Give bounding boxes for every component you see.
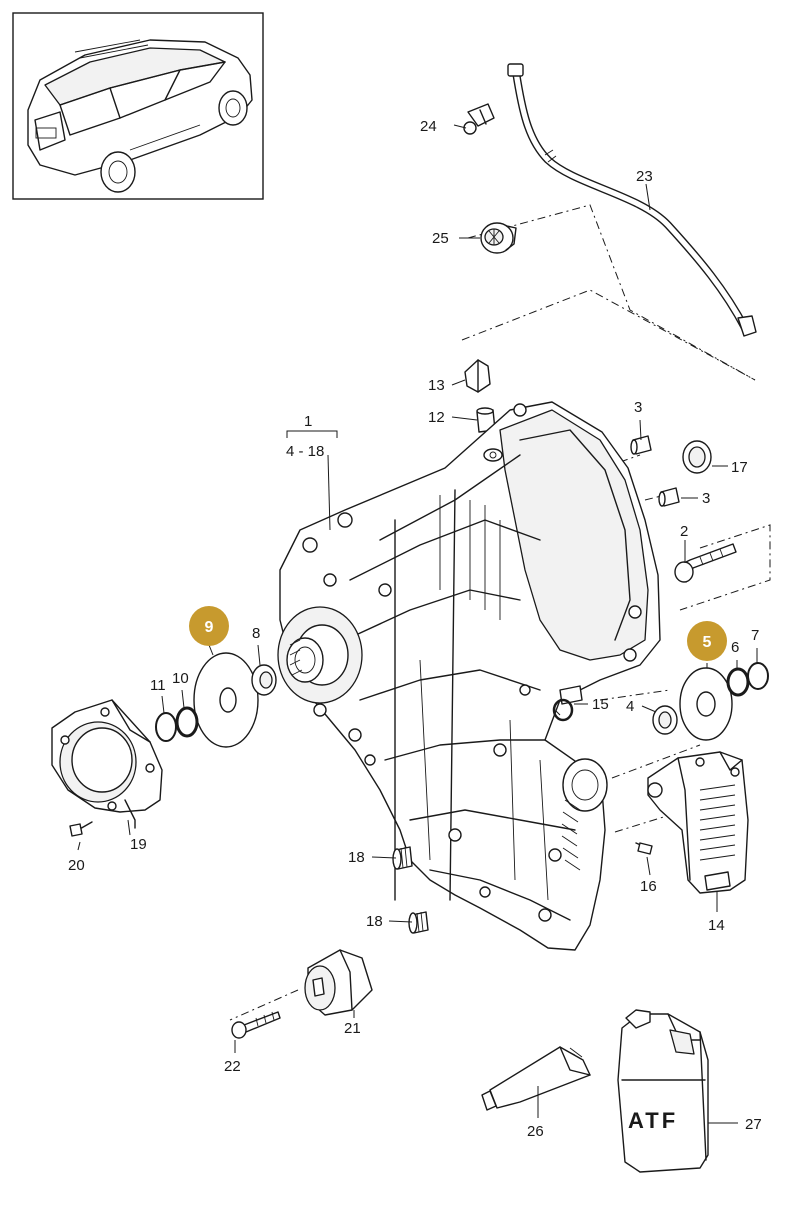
callout-labels: 1 4 - 18 2 3 3 4 6 7 8 10 11 12 13 14 15… — [68, 118, 762, 1140]
highlight-badge-9 — [189, 606, 229, 646]
callout-21: 21 — [344, 1020, 361, 1037]
bushing-3b — [658, 487, 680, 507]
breather-valve — [480, 222, 517, 254]
callout-22: 22 — [224, 1058, 241, 1075]
screw-16 — [635, 842, 653, 855]
highlight-callouts: 9 5 — [189, 606, 727, 661]
breather-hose — [507, 63, 757, 337]
shim-5 — [679, 667, 733, 741]
highlight-5: 5 — [703, 634, 712, 651]
assembly-lines — [229, 204, 771, 1021]
suv-illustration — [27, 39, 253, 193]
transfer-case-housing — [277, 401, 661, 951]
plug-18b — [408, 911, 429, 934]
vehicle-thumbnail — [12, 12, 264, 200]
snap-ring-11 — [155, 712, 177, 742]
bushing-3a — [630, 435, 652, 455]
highlight-9: 9 — [205, 619, 214, 636]
callout-12: 12 — [428, 409, 445, 426]
callout-20: 20 — [68, 857, 85, 874]
snap-ring-7 — [747, 662, 769, 690]
callout-24: 24 — [420, 118, 437, 135]
callout-range: 4 - 18 — [286, 443, 324, 460]
highlight-badge-5 — [687, 621, 727, 661]
callout-18: 18 — [348, 849, 365, 866]
bolt-22 — [231, 1011, 281, 1039]
breather-fitting — [464, 359, 491, 393]
cover-19 — [51, 699, 163, 829]
bolt-2 — [674, 543, 737, 583]
callout-26: 26 — [527, 1123, 544, 1140]
atf-container: ATF — [617, 1009, 709, 1173]
callout-10: 10 — [172, 670, 189, 687]
plug-18a — [392, 846, 413, 870]
callout-11: 11 — [150, 677, 166, 694]
callout-7: 7 — [751, 627, 759, 644]
callout-3: 3 — [634, 399, 642, 416]
callout-18: 18 — [366, 913, 383, 930]
callout-23: 23 — [636, 168, 653, 185]
callout-8: 8 — [252, 625, 260, 642]
bearing-8 — [251, 664, 277, 696]
callout-19: 19 — [130, 836, 147, 853]
callout-25: 25 — [432, 230, 449, 247]
snap-ring-6 — [726, 667, 750, 697]
callout-17: 17 — [731, 459, 748, 476]
snap-ring-10 — [175, 706, 199, 738]
callout-14: 14 — [708, 917, 725, 934]
callout-4: 4 — [626, 698, 634, 715]
callout-2: 2 — [680, 523, 688, 540]
callout-13: 13 — [428, 377, 445, 394]
callout-16: 16 — [640, 878, 657, 895]
callout-6: 6 — [731, 639, 739, 656]
sealant-tube — [481, 1046, 591, 1111]
callout-3: 3 — [702, 490, 710, 507]
hose-clip — [463, 103, 495, 135]
bearing-4 — [652, 705, 678, 735]
seal-17 — [682, 440, 712, 474]
actuator-motor — [647, 751, 749, 894]
bolt-20 — [69, 821, 93, 837]
ring-15 — [552, 698, 574, 722]
callout-15: 15 — [592, 696, 609, 713]
shim-9 — [193, 652, 259, 748]
callout-27: 27 — [745, 1116, 762, 1133]
atf-label: ATF — [628, 1108, 678, 1133]
callout-1: 1 — [304, 413, 312, 430]
leader-lines — [77, 124, 758, 1124]
coupling-21 — [304, 949, 373, 1016]
